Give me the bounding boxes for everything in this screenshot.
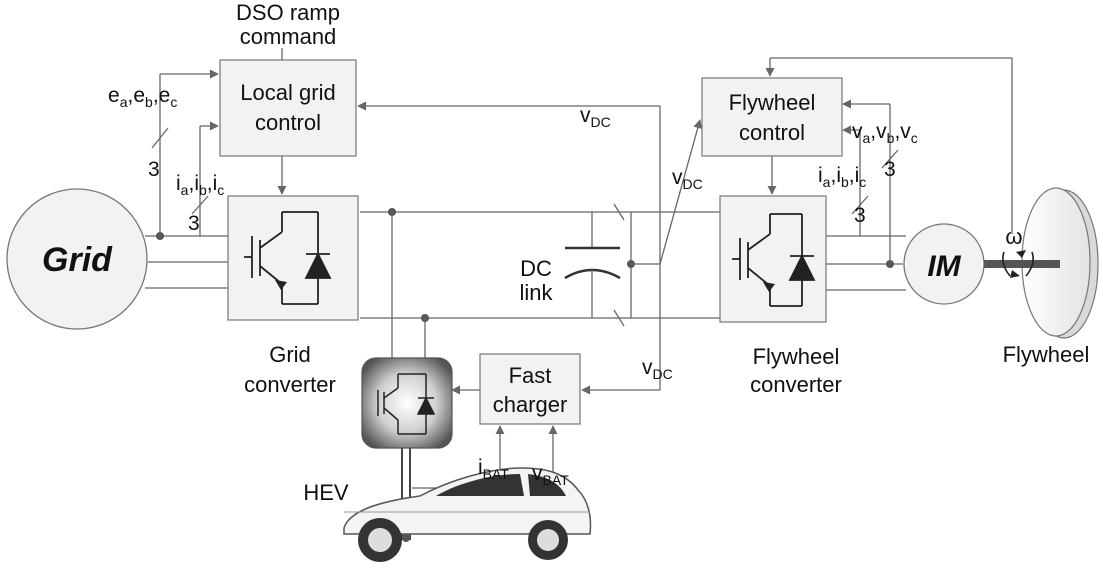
- dso-label-2: command: [240, 24, 337, 49]
- e-abc-count: 3: [148, 158, 160, 181]
- flywheel: ω: [984, 187, 1099, 339]
- grid-converter: [227, 195, 359, 321]
- flywheel-converter-label-1: Flywheel: [753, 344, 840, 369]
- i-abc-flywheel-count: 3: [854, 204, 866, 227]
- v-bat-label: vBAT: [532, 462, 569, 488]
- hev-converter: [361, 357, 453, 449]
- i-bat-label: iBAT: [478, 456, 509, 482]
- dc-link-label-2: link: [519, 280, 553, 305]
- hev-car-illustration: [343, 467, 592, 562]
- igbt-diode-icon: [244, 211, 332, 305]
- flywheel-converter-label-2: converter: [750, 372, 842, 397]
- grid-converter-label-1: Grid: [269, 342, 311, 367]
- induction-machine: IM: [903, 223, 985, 305]
- flywheel-label: Flywheel: [1003, 342, 1090, 367]
- grid-source: Grid: [6, 188, 148, 330]
- i-abc-grid-label: ia,ib,ic: [176, 172, 224, 198]
- vdc-label-bottom: vDC: [642, 356, 673, 382]
- bundle-slash: [191, 195, 209, 215]
- vdc-label-top: vDC: [580, 104, 611, 130]
- flywheel-control-label-1: Flywheel: [729, 90, 816, 115]
- flywheel-control-label-2: control: [739, 120, 805, 145]
- fast-charger-label-2: charger: [493, 392, 568, 417]
- i-abc-flywheel-label: ia,ib,ic: [818, 164, 866, 190]
- bundle-slash: [151, 127, 169, 149]
- flywheel-ac-lines: [826, 235, 906, 291]
- flywheel-converter: [719, 195, 827, 323]
- bundle-slash: [881, 149, 899, 169]
- flywheel-control-block: Flywheel control: [701, 77, 843, 157]
- omega-label: ω: [1005, 224, 1022, 249]
- local-grid-control-block: Local grid control: [219, 59, 357, 157]
- local-grid-control-label-2: control: [255, 110, 321, 135]
- local-grid-control-label-1: Local grid: [240, 80, 335, 105]
- dc-link-label-1: DC: [520, 256, 552, 281]
- dso-label-1: DSO ramp: [236, 0, 340, 25]
- grid-ac-lines: [145, 232, 228, 289]
- fast-charger-label-1: Fast: [509, 363, 552, 388]
- hev-label: HEV: [303, 480, 349, 505]
- bundle-slash: [851, 195, 869, 215]
- grid-label: Grid: [42, 241, 113, 279]
- e-abc-label: ea,eb,ec: [108, 84, 177, 110]
- vdc-label-mid: vDC: [672, 166, 703, 192]
- grid-converter-label-2: converter: [244, 372, 336, 397]
- im-label: IM: [927, 250, 961, 283]
- fast-charger-block: Fast charger: [479, 353, 581, 425]
- v-abc-count: 3: [884, 158, 896, 181]
- igbt-diode-icon: [377, 373, 436, 435]
- v-abc-label: va,vb,vc: [852, 120, 918, 146]
- i-abc-grid-count: 3: [188, 212, 200, 235]
